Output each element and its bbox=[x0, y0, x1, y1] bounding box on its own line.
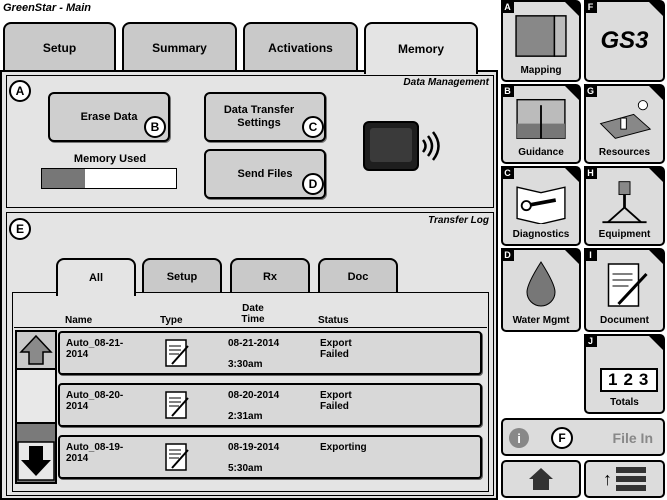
home-button[interactable] bbox=[501, 460, 581, 498]
data-transfer-settings-letter: C bbox=[302, 116, 324, 138]
subtab-all[interactable]: All bbox=[56, 258, 136, 296]
row-time: 3:30am bbox=[228, 359, 263, 370]
up-arrow-icon: ↑ bbox=[603, 468, 612, 489]
header-divider bbox=[14, 327, 487, 328]
diagnostics-label: Diagnostics bbox=[512, 229, 570, 240]
log-row-2[interactable]: Auto_08-20-2014 08-20-2014 2:31am Export… bbox=[58, 383, 482, 427]
document-icon bbox=[594, 260, 655, 310]
log-row-3[interactable]: Auto_08-19-2014 08-19-2014 5:30am Export… bbox=[58, 435, 482, 479]
document-type-icon bbox=[164, 338, 190, 371]
transfer-log-letter: E bbox=[9, 218, 31, 240]
side-button-diagnostics[interactable]: C Diagnostics bbox=[501, 166, 581, 246]
transfer-log-heading: Transfer Log bbox=[428, 215, 489, 226]
key-label: F bbox=[584, 0, 597, 13]
scroll-track[interactable] bbox=[15, 370, 57, 422]
side-button-water-mgmt[interactable]: D Water Mgmt bbox=[501, 248, 581, 332]
row-status: Exporting bbox=[320, 442, 367, 453]
file-in-label: File In bbox=[612, 430, 653, 446]
subtab-setup[interactable]: Setup bbox=[142, 258, 222, 294]
erase-data-letter: B bbox=[144, 116, 166, 138]
data-management-heading: Data Management bbox=[403, 77, 489, 88]
key-label: J bbox=[584, 334, 597, 347]
row-name: Auto_08-20-2014 bbox=[66, 390, 124, 412]
tab-memory[interactable]: Memory bbox=[364, 22, 478, 74]
key-label: G bbox=[584, 84, 597, 97]
water-mgmt-label: Water Mgmt bbox=[512, 315, 570, 326]
scroll-up-button[interactable] bbox=[15, 330, 57, 370]
home-icon bbox=[529, 468, 553, 490]
guidance-label: Guidance bbox=[518, 147, 564, 158]
column-name: Name bbox=[65, 315, 93, 326]
document-type-icon bbox=[164, 390, 190, 423]
key-label: D bbox=[501, 248, 514, 261]
memory-used-label: Memory Used bbox=[73, 153, 147, 165]
mapping-label: Mapping bbox=[520, 65, 562, 76]
subtab-doc[interactable]: Doc bbox=[318, 258, 398, 294]
side-button-gs3[interactable]: F GS3 bbox=[584, 0, 665, 82]
row-status: Export Failed bbox=[320, 338, 352, 360]
side-button-document[interactable]: I Document bbox=[584, 248, 665, 332]
resources-label: Resources bbox=[598, 147, 651, 158]
row-date: 08-19-2014 bbox=[228, 442, 280, 453]
send-files-letter: D bbox=[302, 173, 324, 195]
water-drop-icon bbox=[511, 260, 571, 310]
menu-grid-icon bbox=[616, 467, 646, 491]
side-button-equipment[interactable]: H Equipment bbox=[584, 166, 665, 246]
file-in-letter: F bbox=[551, 427, 573, 449]
equipment-label: Equipment bbox=[598, 229, 651, 240]
document-label: Document bbox=[600, 315, 649, 326]
totals-icon: 123 bbox=[600, 368, 659, 392]
side-button-guidance[interactable]: B Guidance bbox=[501, 84, 581, 164]
row-status: Export Failed bbox=[320, 390, 352, 412]
window-title: GreenStar - Main bbox=[3, 2, 92, 14]
resources-icon bbox=[594, 96, 655, 142]
totals-label: Totals bbox=[610, 397, 639, 408]
key-label: H bbox=[584, 166, 597, 179]
key-label: B bbox=[501, 84, 514, 97]
row-name: Auto_08-19-2014 bbox=[66, 442, 124, 464]
column-type: Type bbox=[160, 315, 183, 326]
key-label: I bbox=[584, 248, 597, 261]
data-management-letter: A bbox=[9, 80, 31, 102]
row-name: Auto_08-21-2014 bbox=[66, 338, 124, 360]
key-label: C bbox=[501, 166, 514, 179]
wireless-data-device-icon bbox=[360, 118, 440, 178]
log-row-1[interactable]: Auto_08-21-2014 08-21-2014 3:30am Export… bbox=[58, 331, 482, 375]
tab-summary[interactable]: Summary bbox=[122, 22, 237, 72]
row-time: 5:30am bbox=[228, 463, 263, 474]
send-files-label: Send Files bbox=[237, 167, 293, 180]
column-date-time: Date Time bbox=[241, 303, 265, 325]
diagnostics-icon bbox=[511, 178, 571, 225]
column-status: Status bbox=[318, 315, 349, 326]
scroll-down-button[interactable] bbox=[15, 422, 57, 484]
mapping-icon bbox=[511, 12, 571, 60]
row-time: 2:31am bbox=[228, 411, 263, 422]
side-button-totals[interactable]: J 123 Totals bbox=[584, 334, 665, 414]
menu-button[interactable]: ↑ bbox=[584, 460, 665, 498]
file-in-button[interactable]: i F File In bbox=[501, 418, 665, 456]
document-type-icon bbox=[164, 442, 190, 475]
subtab-rx[interactable]: Rx bbox=[230, 258, 310, 294]
info-icon[interactable]: i bbox=[509, 428, 529, 448]
side-button-mapping[interactable]: A Mapping bbox=[501, 0, 581, 82]
memory-used-bar bbox=[41, 168, 177, 189]
row-date: 08-20-2014 bbox=[228, 390, 280, 401]
side-button-resources[interactable]: G Resources bbox=[584, 84, 665, 164]
equipment-icon bbox=[594, 178, 655, 224]
key-label: A bbox=[501, 0, 514, 13]
tab-setup[interactable]: Setup bbox=[3, 22, 116, 72]
gs3-logo: GS3 bbox=[600, 27, 649, 54]
guidance-icon bbox=[511, 96, 571, 142]
row-date: 08-21-2014 bbox=[228, 338, 280, 349]
data-transfer-settings-label: Data Transfer Settings bbox=[223, 104, 295, 129]
tab-activations[interactable]: Activations bbox=[243, 22, 358, 72]
memory-used-fill bbox=[42, 169, 85, 188]
erase-data-label: Erase Data bbox=[80, 110, 138, 123]
